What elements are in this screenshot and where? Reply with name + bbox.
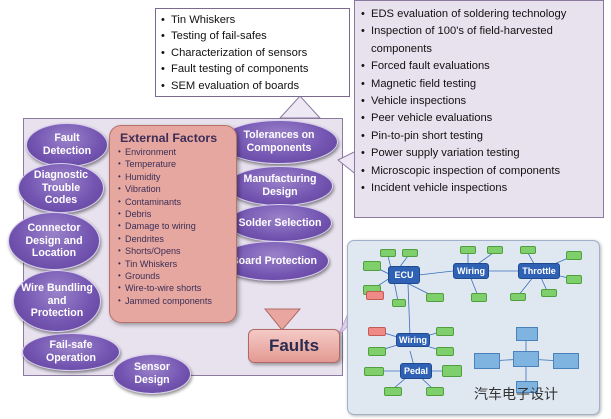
hub-wiring-mid: Wiring (396, 333, 430, 347)
list-item: Wire-to-wire shorts (118, 282, 236, 295)
list-item: Damage to wiring (118, 220, 236, 233)
diagram-node (368, 327, 386, 336)
list-item: Testing of fail-safes (159, 28, 349, 45)
oval-sensor-design: Sensor Design (113, 354, 191, 394)
list-item: Jammed components (118, 295, 236, 308)
list-item: Fault testing of components (159, 61, 349, 78)
list-item: Vehicle inspections (359, 93, 599, 111)
list-item: Magnetic field testing (359, 76, 599, 94)
top-list-box: Tin Whiskers Testing of fail-safes Chara… (155, 8, 350, 97)
hub-pedal: Pedal (400, 363, 432, 379)
diagram-node (366, 291, 384, 300)
list-item: Vibration (118, 183, 236, 196)
top-list: Tin Whiskers Testing of fail-safes Chara… (159, 12, 349, 94)
oval-wire-bundling: Wire Bundling and Protection (13, 270, 101, 332)
hub-ecu: ECU (388, 266, 420, 284)
oval-board-protection: Board Protection (219, 241, 329, 281)
diagram-node (566, 275, 582, 284)
top-box-pointer (278, 95, 322, 119)
oval-fail-safe-operation: Fail-safe Operation (22, 333, 120, 371)
diagram-node (553, 353, 579, 369)
list-item: EDS evaluation of soldering technology (359, 6, 599, 24)
diagram-node (471, 293, 487, 302)
list-item: Inspection of 100's of field-harvested c… (359, 23, 599, 58)
oval-diagnostic-trouble-codes: Diagnostic Trouble Codes (18, 163, 104, 213)
diagram-node (402, 249, 418, 257)
oval-fault-detection: Fault Detection (26, 123, 108, 167)
oval-solder-selection: Solder Selection (228, 204, 332, 242)
list-item: Debris (118, 208, 236, 221)
hub-wiring-top: Wiring (453, 263, 489, 279)
list-item: Temperature (118, 158, 236, 171)
fault-tree-diagram: ECU Wiring Throttle Wiring Pedal (347, 240, 600, 415)
list-item: Incident vehicle inspections (359, 180, 599, 198)
right-list: EDS evaluation of soldering technology I… (359, 6, 599, 198)
watermark: 汽车电子设计 (474, 386, 558, 402)
diagram-node (363, 261, 381, 271)
list-item: Grounds (118, 270, 236, 283)
oval-manufacturing-design: Manufacturing Design (227, 166, 333, 206)
oval-tolerances: Tolerances on Components (220, 120, 338, 164)
diagram-node (487, 246, 503, 254)
diagram-node (474, 353, 500, 369)
list-item: Environment (118, 146, 236, 159)
faults-pointer (263, 308, 302, 331)
list-item: Power supply variation testing (359, 145, 599, 163)
diagram-node (384, 387, 402, 396)
oval-connector-design: Connector Design and Location (8, 212, 100, 270)
list-item: Forced fault evaluations (359, 58, 599, 76)
hub-throttle: Throttle (518, 263, 560, 279)
diagram-node (566, 251, 582, 260)
diagram-node (516, 381, 538, 393)
diagram-node (513, 351, 539, 367)
list-item: Pin-to-pin short testing (359, 128, 599, 146)
list-item: Humidity (118, 171, 236, 184)
list-item: Tin Whiskers (118, 258, 236, 271)
list-item: Tin Whiskers (159, 12, 349, 29)
diagram-node (436, 327, 454, 336)
diagram-node (426, 293, 444, 302)
diagram-node (380, 249, 396, 257)
list-item: Peer vehicle evaluations (359, 110, 599, 128)
external-factors-box: External Factors Environment Temperature… (109, 125, 237, 323)
list-item: SEM evaluation of boards (159, 78, 349, 95)
diagram-node (426, 387, 444, 396)
diagram-node (392, 299, 406, 307)
list-item: Shorts/Opens (118, 245, 236, 258)
diagram-node (368, 347, 386, 356)
diagram-node (442, 365, 462, 377)
diagram-node (460, 246, 476, 254)
external-factors-list: Environment Temperature Humidity Vibrati… (118, 146, 236, 308)
external-factors-title: External Factors (120, 131, 218, 145)
diagram-node (510, 293, 526, 301)
diagram-node (516, 327, 538, 341)
right-list-box: EDS evaluation of soldering technology I… (354, 0, 604, 218)
list-item: Dendrites (118, 233, 236, 246)
diagram-node (364, 367, 384, 376)
list-item: Characterization of sensors (159, 45, 349, 62)
diagram-node (436, 347, 454, 356)
list-item: Microscopic inspection of components (359, 163, 599, 181)
diagram-node (520, 246, 536, 254)
diagram-node (541, 289, 557, 297)
faults-label: Faults (248, 329, 340, 363)
list-item: Contaminants (118, 196, 236, 209)
